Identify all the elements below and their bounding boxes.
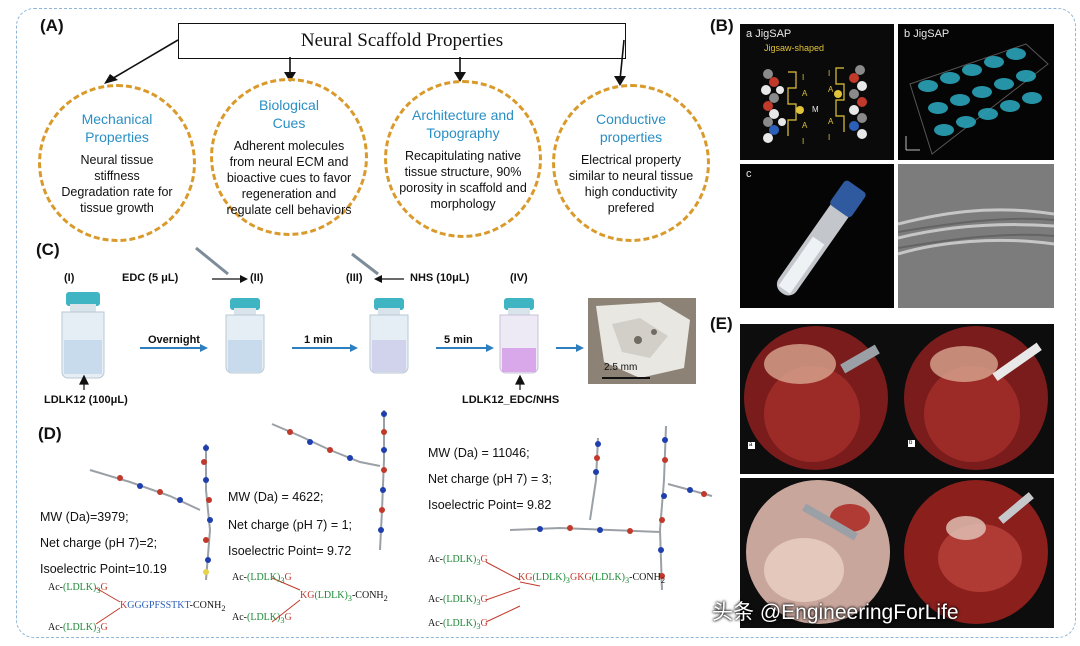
connector-arrowhead-1 xyxy=(104,74,118,84)
hydrogel-tube-photo: c xyxy=(740,164,894,308)
connector-line-4 xyxy=(619,39,625,81)
step-label-3: (III) xyxy=(346,272,363,284)
molecule-ball-model: I A M A I I A A I xyxy=(761,65,867,146)
molecule-3-mw: MW (Da) = 11046; xyxy=(428,446,530,460)
scaffold-photo xyxy=(588,298,696,384)
seq-3-branch-a: Ac-(LDLK)3G xyxy=(428,554,488,567)
start-volume-label: LDLK12 (100μL) xyxy=(44,394,128,406)
circle-title: Architecture and Topography xyxy=(412,107,514,141)
overnight-label: Overnight xyxy=(148,334,200,346)
edc-label: EDC (5 μL) xyxy=(122,272,179,284)
circle-mechanical: Mechanical Properties Neural tissue stif… xyxy=(38,84,196,242)
seq-2-branch-a: Ac-(LDLK)3G xyxy=(232,572,292,585)
ladder-letter-2: A xyxy=(802,89,808,98)
seq-1-branch-b: Ac-(LDLK)3G xyxy=(48,622,108,635)
panel-b-label: (B) xyxy=(710,16,734,35)
watermark: 头条 @EngineeringForLife xyxy=(712,601,959,624)
ladder-letter-6: I xyxy=(828,69,830,78)
subpanel-b-name: JigSAP xyxy=(913,28,950,40)
circle-body: Neural tissue stiffness Degradation rate… xyxy=(61,153,173,215)
circle-conductive: Conductive properties Electrical propert… xyxy=(552,84,710,242)
scale-bar-label: 2.5 mm xyxy=(604,362,638,373)
circle-title: Biological Cues xyxy=(259,97,319,131)
circle-title: Conductive properties xyxy=(595,111,667,145)
ladder-letter-9: I xyxy=(828,133,830,142)
molecule-structure-3 xyxy=(509,425,713,591)
step-label-4: (IV) xyxy=(510,272,528,284)
panel-d-structures xyxy=(89,410,713,625)
circle-biological: Biological Cues Adherent molecules from … xyxy=(210,78,368,236)
connector-arrowhead-3 xyxy=(454,72,466,82)
circle-architecture: Architecture and Topography Recapitulati… xyxy=(384,80,542,238)
endoscopic-view-bottom xyxy=(740,478,1054,628)
connector-arrowhead-4 xyxy=(614,76,626,86)
jigsaw-shaped-note: Jigsaw-shaped xyxy=(764,43,825,53)
photo-tag-b: b xyxy=(909,440,913,446)
step-label-2: (II) xyxy=(250,272,264,284)
ladder-letter-7: A xyxy=(828,85,834,94)
panel-c-label: (C) xyxy=(36,240,60,259)
seq-1-branch-a: Ac-(LDLK)3G xyxy=(48,582,108,595)
ladder-letter-3: M xyxy=(812,105,819,114)
photo-tag-a: a xyxy=(749,442,753,448)
nhs-label: NHS (10μL) xyxy=(410,272,470,284)
seq-2-branch-b: Ac-(LDLK)3G xyxy=(232,612,292,625)
five-min-label: 5 min xyxy=(444,334,473,346)
molecule-3-charge: Net charge (pH 7) = 3; xyxy=(428,472,553,486)
panel-a-title: Neural Scaffold Properties xyxy=(300,30,504,51)
molecule-1-charge: Net charge (pH 7)=2; xyxy=(40,536,158,550)
one-min-label: 1 min xyxy=(304,334,333,346)
ladder-letter-1: I xyxy=(802,73,804,82)
connector-arrowhead-2 xyxy=(284,72,296,82)
sem-fibers-graphic xyxy=(898,164,1054,308)
end-product-label: LDLK12_EDC/NHS xyxy=(462,394,560,406)
panel-c-graphics xyxy=(61,246,696,390)
surgical-photos-bottom xyxy=(740,478,1054,628)
connector-line-1 xyxy=(109,39,179,81)
pipette-nhs xyxy=(351,252,404,283)
panel-d-label: (D) xyxy=(38,424,62,443)
molecule-structure-2 xyxy=(271,410,387,551)
ladder-letter-5: I xyxy=(802,137,804,146)
pipette-edc xyxy=(195,246,248,283)
seq-3-branch-b: Ac-(LDLK)3G xyxy=(428,594,488,607)
seq-1-core: KGGGPFSSTKT-CONH2 xyxy=(120,600,226,613)
fiber-assembly-graphic xyxy=(905,43,1049,155)
vial-1 xyxy=(61,292,105,379)
endoscopic-view-top xyxy=(740,324,1054,474)
panel-a-title-box: Neural Scaffold Properties xyxy=(178,23,626,59)
molecule-2-pi: Isoelectric Point= 9.72 xyxy=(228,544,352,558)
vial-2 xyxy=(225,298,265,374)
vial-4 xyxy=(499,298,539,374)
subpanel-b-letter: b xyxy=(904,28,911,40)
vial-3 xyxy=(369,298,409,374)
panel-e-label: (E) xyxy=(710,314,733,333)
step-label-1: (I) xyxy=(64,272,75,284)
ladder-letter-4: A xyxy=(802,121,808,130)
jigsap-molecular-model: a JigSAP Jigsaw-shaped I A M A I I A A xyxy=(740,24,894,160)
molecule-structure-1 xyxy=(89,444,213,581)
seq-2-core: KG(LDLK)3-CONH2 xyxy=(300,590,388,603)
molecule-1-pi: Isoelectric Point=10.19 xyxy=(40,562,167,576)
panel-a-connectors xyxy=(104,39,626,86)
molecule-3-pi: Isoelectric Point= 9.82 xyxy=(428,498,552,512)
fiber-sem-image: d xyxy=(898,164,1054,308)
circle-body: Adherent molecules from neural ECM and b… xyxy=(226,139,352,217)
surgical-photos-top: a b xyxy=(740,324,1054,474)
subpanel-a-letter: a xyxy=(746,28,753,40)
jigsap-assembly-model: b JigSAP xyxy=(898,24,1054,160)
subpanel-c-letter: c xyxy=(746,168,752,180)
seq-3-branch-c: Ac-(LDLK)3G xyxy=(428,618,488,631)
molecule-2-mw: MW (Da) = 4622; xyxy=(228,490,324,504)
subpanel-a-name: JigSAP xyxy=(755,28,792,40)
seq-3-core: KG(LDLK)3GKG(LDLK)3-CONH2 xyxy=(518,572,666,585)
circle-body: Recapitulating native tissue structure, … xyxy=(399,149,527,211)
tube-graphic xyxy=(776,180,866,296)
circle-title: Mechanical Properties xyxy=(81,111,153,145)
molecule-2-charge: Net charge (pH 7) = 1; xyxy=(228,518,353,532)
ladder-letter-8: A xyxy=(828,117,834,126)
circle-body: Electrical property similar to neural ti… xyxy=(568,153,694,215)
panel-a-label: (A) xyxy=(40,16,64,35)
molecule-1-mw: MW (Da)=3979; xyxy=(40,510,129,524)
